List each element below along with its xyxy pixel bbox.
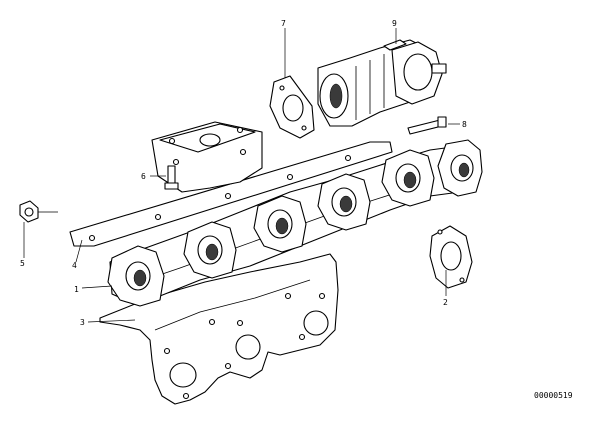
callout-7: 7: [281, 19, 286, 28]
callout-1: 1: [74, 285, 79, 294]
callout-labels: 1 2 3 4 5 6 7 8 9: [20, 19, 467, 327]
flange-gasket: [269, 75, 315, 139]
outlet-flange-block: [151, 121, 263, 193]
port-gasket: [429, 225, 473, 289]
stud-bolt: [407, 116, 447, 135]
heat-shield-plate: [99, 253, 339, 405]
leader-lines: [23, 28, 460, 323]
callout-6: 6: [141, 172, 146, 181]
reference-code: 00000519: [534, 391, 573, 400]
callout-8: 8: [462, 120, 467, 129]
exhaust-manifold: [107, 139, 483, 307]
manifold-ports: [107, 139, 483, 307]
egr-pipe-assembly: [317, 39, 447, 127]
callout-3: 3: [80, 318, 85, 327]
manifold-gasket-strip: [69, 141, 393, 247]
callout-2: 2: [443, 298, 448, 307]
hex-nut: [19, 200, 58, 223]
callout-5: 5: [20, 259, 25, 268]
callout-4: 4: [72, 261, 77, 270]
callout-9: 9: [392, 19, 397, 28]
bolt: [164, 165, 179, 190]
